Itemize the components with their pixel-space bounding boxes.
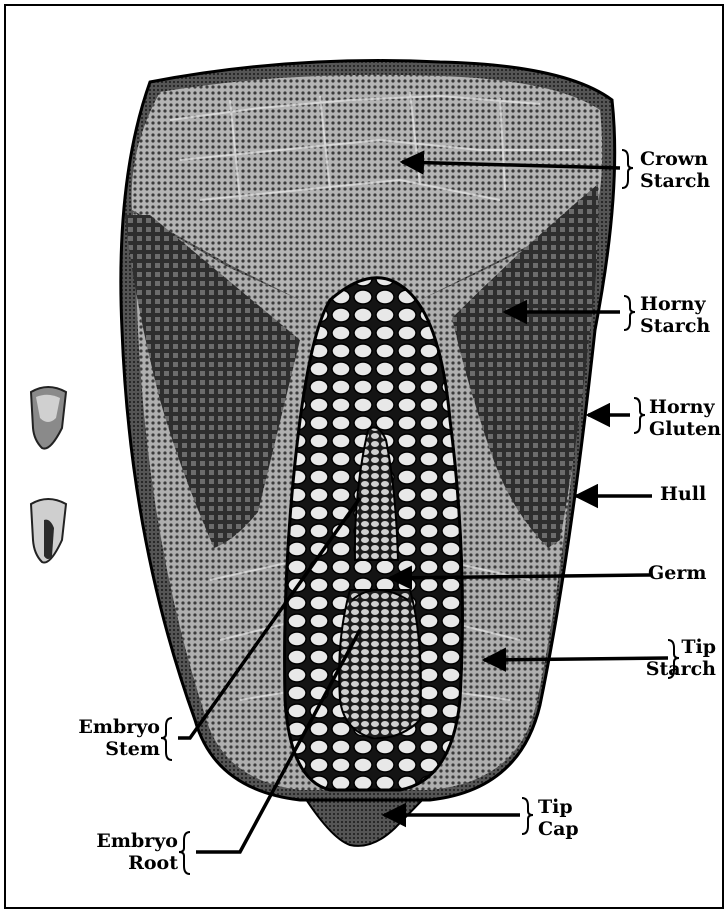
- kernel-thumbnail-whole: [31, 387, 66, 449]
- label-germ: Germ: [648, 562, 706, 584]
- kernel-thumbnail-section: [31, 499, 66, 563]
- embryo-root-region: [339, 590, 421, 738]
- label-hull: Hull: [660, 483, 706, 505]
